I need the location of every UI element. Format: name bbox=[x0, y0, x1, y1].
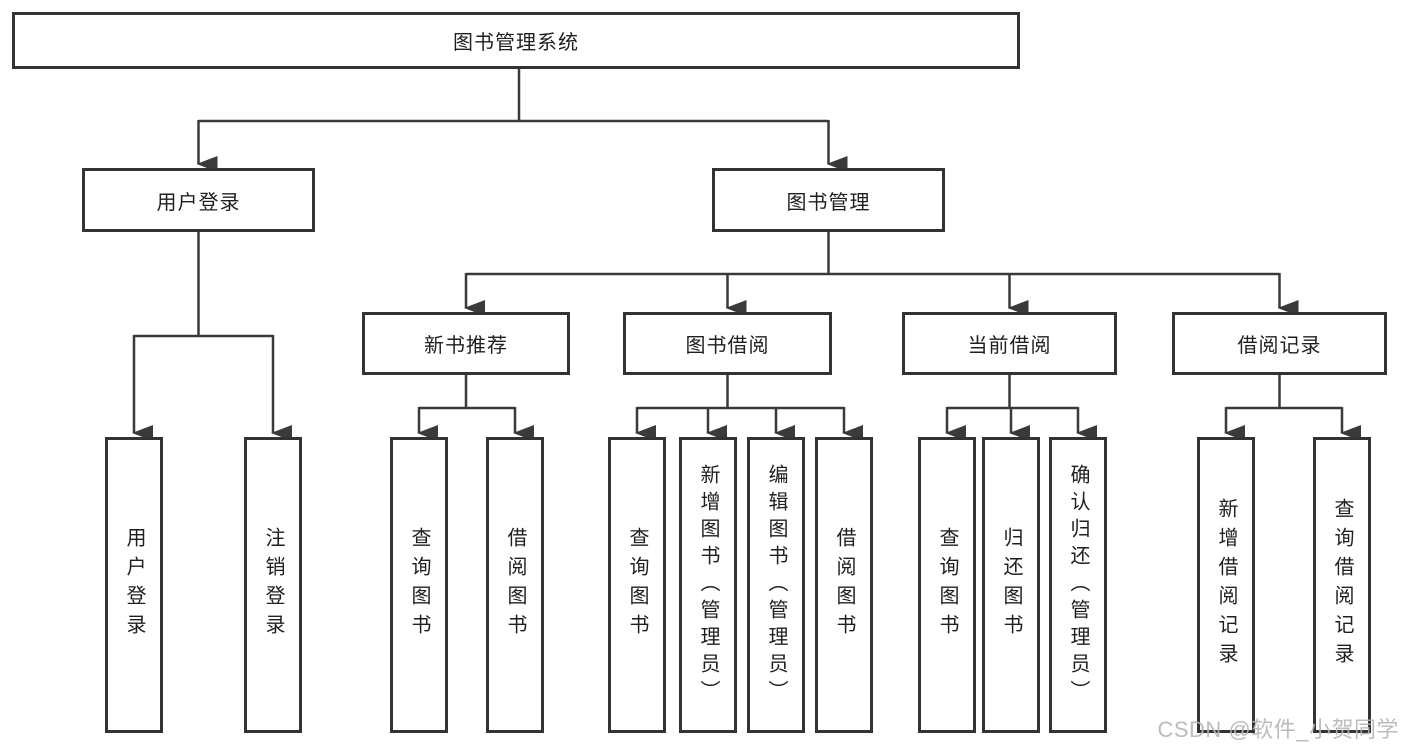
node-book-management: 图书管理 bbox=[712, 168, 945, 232]
leaf-borrow-books-recommend: 借阅图书 bbox=[486, 437, 544, 733]
csdn-watermark: CSDN @软件_小贺同学 bbox=[1157, 717, 1399, 742]
node-user-login: 用户登录 bbox=[82, 168, 315, 232]
node-new-book-recommendation: 新书推荐 bbox=[362, 312, 570, 375]
node-book-borrowing: 图书借阅 bbox=[623, 312, 832, 375]
node-label: 图书借阅 bbox=[685, 335, 770, 357]
node-label: 图书管理系统 bbox=[453, 32, 579, 54]
leaf-return-books: 归还图书 bbox=[982, 437, 1040, 733]
node-label: 编辑图书（管理员） bbox=[765, 463, 787, 707]
node-label: 用户登录 bbox=[123, 527, 145, 643]
leaf-query-borrow-record: 查询借阅记录 bbox=[1313, 437, 1371, 733]
leaf-query-books-current: 查询图书 bbox=[918, 437, 976, 733]
node-label: 查询图书 bbox=[408, 527, 430, 643]
leaf-logout: 注销登录 bbox=[244, 437, 302, 733]
node-label: 借阅图书 bbox=[833, 527, 855, 643]
node-label: 确认归还（管理员） bbox=[1067, 463, 1089, 707]
leaf-add-book-admin: 新增图书（管理员） bbox=[679, 437, 737, 733]
node-label: 新增图书（管理员） bbox=[697, 463, 719, 707]
node-label: 注销登录 bbox=[262, 527, 284, 643]
node-label: 查询图书 bbox=[626, 527, 648, 643]
node-label: 借阅图书 bbox=[504, 527, 526, 643]
node-label: 查询图书 bbox=[936, 527, 958, 643]
node-label: 用户登录 bbox=[156, 191, 241, 214]
leaf-query-books-borrowing: 查询图书 bbox=[608, 437, 666, 733]
node-library-management-system: 图书管理系统 bbox=[12, 12, 1020, 69]
node-label: 查询借阅记录 bbox=[1331, 498, 1353, 672]
node-label: 图书管理 bbox=[786, 191, 871, 214]
node-label: 当前借阅 bbox=[967, 335, 1052, 357]
leaf-confirm-return-admin: 确认归还（管理员） bbox=[1049, 437, 1107, 733]
leaf-edit-book-admin: 编辑图书（管理员） bbox=[747, 437, 805, 733]
node-label: 借阅记录 bbox=[1237, 335, 1322, 357]
node-current-borrowing: 当前借阅 bbox=[902, 312, 1117, 375]
node-label: 新书推荐 bbox=[424, 335, 508, 357]
leaf-user-login: 用户登录 bbox=[105, 437, 163, 733]
node-label: 新增借阅记录 bbox=[1215, 498, 1237, 672]
leaf-query-books-recommend: 查询图书 bbox=[390, 437, 448, 733]
node-label: 归还图书 bbox=[1000, 527, 1022, 643]
leaf-borrow-books: 借阅图书 bbox=[815, 437, 873, 733]
leaf-add-borrow-record: 新增借阅记录 bbox=[1197, 437, 1255, 733]
node-borrowing-records: 借阅记录 bbox=[1172, 312, 1387, 375]
